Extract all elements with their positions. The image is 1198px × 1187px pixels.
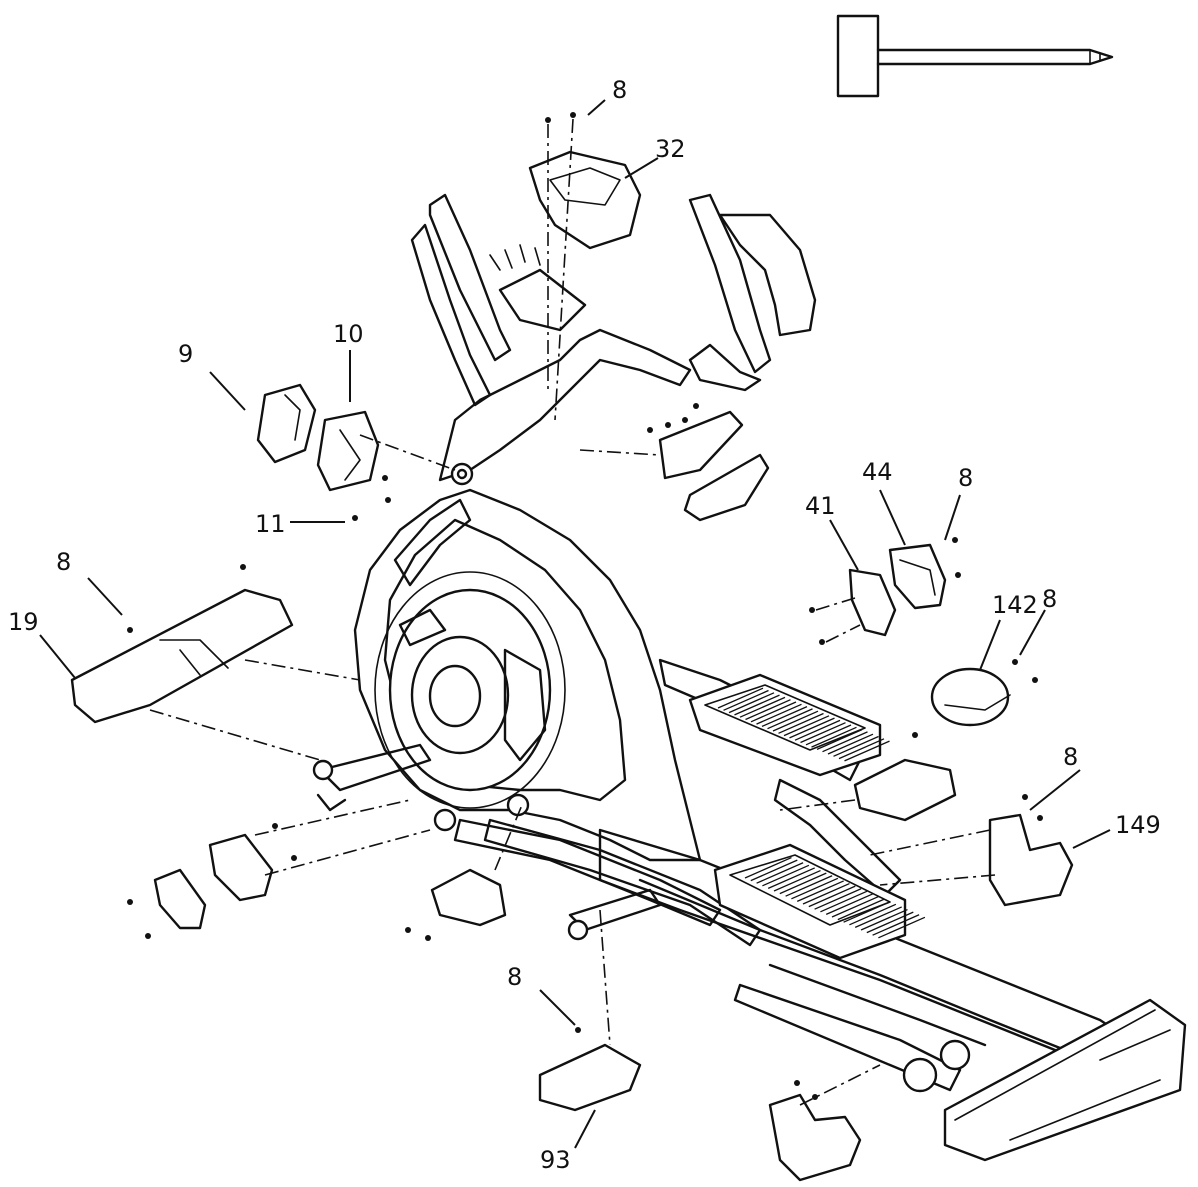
part-149-cover [869, 794, 1074, 907]
rear-upright-cap [779, 732, 957, 822]
right-pedal [713, 843, 926, 960]
pedal-tread-line [866, 911, 914, 934]
pedal-tread-line [808, 885, 856, 908]
pedal-tread-line [849, 903, 897, 926]
label-8-top: 8 [612, 76, 627, 104]
label-41: 41 [805, 492, 836, 520]
label-142: 142 [992, 591, 1038, 619]
pedal-tread-line [789, 717, 835, 739]
pedal-tread-line [728, 692, 775, 714]
pedal-tread-line [811, 726, 857, 748]
pedal-tread-line [872, 914, 920, 936]
pedal-tread-line [767, 708, 813, 730]
pedal-tread-line [796, 880, 844, 902]
rear-roller-cover [768, 1064, 881, 1182]
pedal-tread-line [745, 699, 791, 721]
pedal-tread-line [785, 875, 833, 897]
label-8-44: 8 [958, 464, 973, 492]
screwdriver-icon [836, 14, 1114, 98]
pedal-tread-line [843, 901, 891, 923]
part-32-console-cup [528, 112, 642, 421]
pedal-tread-line [822, 731, 868, 753]
pedal-tread-line [802, 882, 850, 905]
pedal-tread-line [837, 898, 885, 921]
left-pedal [688, 673, 890, 777]
pedal-tread-line [756, 862, 804, 884]
label-8-19: 8 [56, 548, 71, 576]
pedal-tread-line [805, 724, 852, 746]
pedal-tread-line [814, 888, 862, 910]
pedal-tread-line [860, 908, 908, 931]
lower-left-covers [127, 799, 431, 939]
pedal-tread-line [783, 715, 830, 737]
label-19: 19 [8, 608, 39, 636]
label-32: 32 [655, 135, 686, 163]
pedal-tread-line [739, 696, 786, 718]
pedal-tread-line [767, 867, 815, 889]
pedal-tread-line [761, 706, 808, 727]
pedal-tread-line [744, 856, 792, 879]
pedal-tread-line [750, 859, 798, 882]
label-9: 9 [178, 340, 193, 368]
part-number-labels: 8 32 9 10 11 44 8 41 142 8 8 19 8 149 8 … [8, 76, 1161, 1174]
part-19-front-cover [70, 564, 361, 761]
pedal-tread-line [831, 895, 879, 918]
part-9-cover [256, 383, 317, 464]
pedal-arm-cap [405, 804, 523, 941]
pedal-tread-line [820, 890, 868, 913]
pedal-tread-line [833, 735, 879, 757]
console-side-covers [579, 403, 770, 522]
label-8-149: 8 [1063, 743, 1078, 771]
part-11-screws [352, 475, 391, 521]
pedal-tread-line [756, 703, 802, 725]
part-142-cover [930, 659, 1038, 727]
pedal-tread-line [827, 733, 874, 755]
pedal-tread-line [825, 893, 873, 915]
label-11: 11 [255, 510, 286, 538]
elliptical-frame [312, 193, 1187, 1162]
label-93: 93 [540, 1146, 571, 1174]
pedal-tread-line [723, 689, 769, 711]
pedal-tread-line [800, 722, 846, 744]
pedal-tread-line [779, 872, 827, 895]
pedal-tread-line [838, 738, 885, 760]
pedal-tread-line [734, 694, 780, 716]
pedal-tread-line [762, 864, 810, 887]
pedal-tread-line [791, 877, 839, 900]
part-93-foot-cap [538, 909, 642, 1112]
part-41-cover [809, 568, 897, 645]
part-10-cover [316, 410, 380, 492]
pedal-tread-line [854, 906, 902, 928]
label-44: 44 [862, 458, 893, 486]
label-10: 10 [333, 320, 364, 348]
pedal-tread-line [844, 740, 890, 762]
pedal-tread-line [750, 701, 797, 723]
part-44-cover [888, 537, 961, 610]
pedal-tread-line [717, 687, 764, 709]
label-149: 149 [1115, 811, 1161, 839]
pedal-tread-line [816, 729, 863, 750]
label-8-142: 8 [1042, 585, 1057, 613]
pedal-tread-line [778, 712, 824, 734]
leader-lines [39, 99, 1111, 1149]
label-8-93: 8 [507, 963, 522, 991]
pedal-tread-line [772, 710, 819, 732]
pedal-tread-line [773, 869, 821, 892]
pedal-tread-line [794, 719, 841, 741]
pedal-tread-line [878, 916, 926, 939]
